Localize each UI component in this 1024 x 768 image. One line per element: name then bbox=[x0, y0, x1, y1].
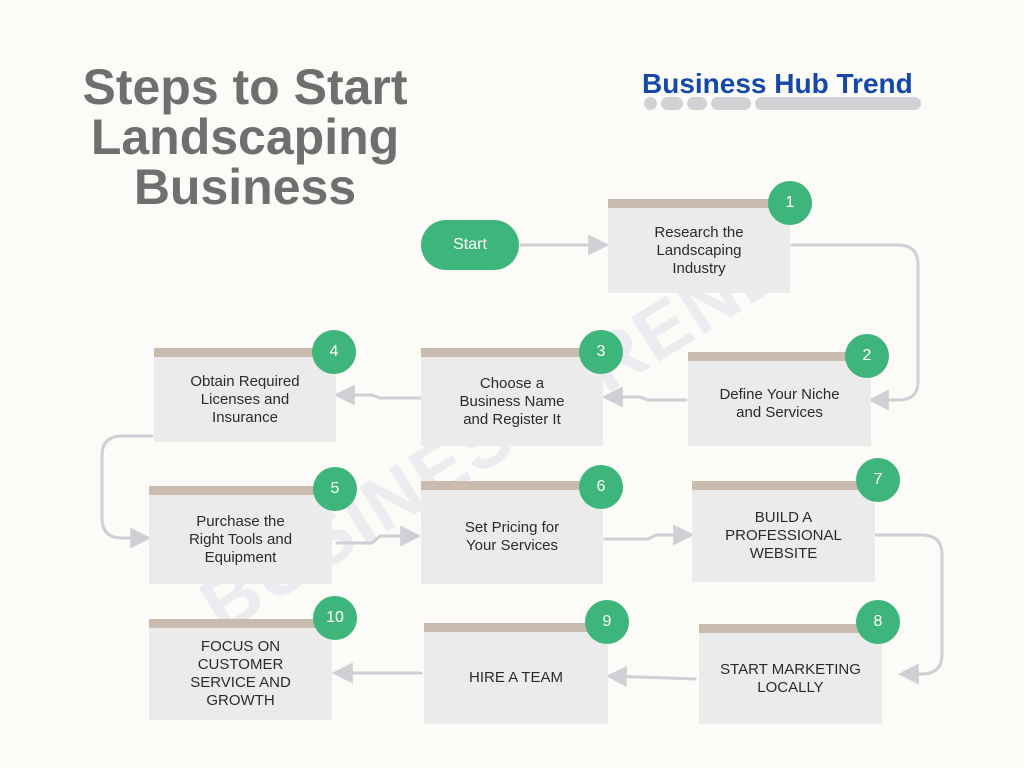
step-label-7: BUILD A PROFESSIONAL WEBSITE bbox=[725, 509, 842, 562]
step-card-1: Research the Landscaping Industry bbox=[608, 199, 790, 293]
step-badge-6: 6 bbox=[579, 465, 623, 509]
connector-1-2 bbox=[790, 243, 920, 411]
step-card-9: HIRE A TEAM bbox=[424, 623, 608, 724]
step-badge-2: 2 bbox=[845, 334, 889, 378]
step-badge-4: 4 bbox=[312, 330, 356, 374]
step-card-3: Choose a Business Name and Register It bbox=[421, 348, 603, 446]
step-card-8: START MARKETING LOCALLY bbox=[699, 624, 882, 724]
title-line-3: Business bbox=[133, 159, 357, 215]
page-title: Steps to Start Landscaping Business bbox=[60, 62, 430, 212]
step-label-5: Purchase the Right Tools and Equipment bbox=[188, 512, 293, 566]
step-label-4: Obtain Required Licenses and Insurance bbox=[190, 372, 300, 426]
step-card-6: Set Pricing for Your Services bbox=[421, 481, 603, 584]
connector-5-6 bbox=[335, 525, 422, 547]
step-label-3: Choose a Business Name and Register It bbox=[459, 374, 565, 428]
step-badge-10: 10 bbox=[313, 596, 357, 640]
brand-logo-text: Business Hub Trend bbox=[642, 68, 913, 99]
connector-6-7 bbox=[603, 524, 695, 546]
connector-2-3 bbox=[601, 386, 688, 408]
step-badge-8: 8 bbox=[856, 600, 900, 644]
start-node: Start bbox=[421, 220, 519, 270]
connector-4-5 bbox=[100, 434, 154, 549]
title-line-2: Landscaping bbox=[90, 109, 400, 165]
step-card-5: Purchase the Right Tools and Equipment bbox=[149, 486, 332, 584]
connector-3-4 bbox=[333, 384, 422, 406]
step-label-8: START MARKETING LOCALLY bbox=[720, 660, 861, 696]
step-badge-1: 1 bbox=[768, 181, 812, 225]
step-card-2: Define Your Niche and Services bbox=[688, 352, 871, 446]
title-line-1: Steps to Start bbox=[82, 59, 408, 115]
step-card-10: FOCUS ON CUSTOMER SERVICE AND GROWTH bbox=[149, 619, 332, 720]
step-label-10: FOCUS ON CUSTOMER SERVICE AND GROWTH bbox=[190, 638, 291, 709]
step-label-2: Define Your Niche and Services bbox=[719, 385, 840, 421]
step-card-7: BUILD A PROFESSIONAL WEBSITE bbox=[692, 481, 875, 582]
step-badge-9: 9 bbox=[585, 600, 629, 644]
step-card-4: Obtain Required Licenses and Insurance bbox=[154, 348, 336, 442]
step-badge-3: 3 bbox=[579, 330, 623, 374]
step-label-1: Research the Landscaping Industry bbox=[654, 223, 744, 277]
step-label-9: HIRE A TEAM bbox=[469, 669, 563, 686]
step-badge-5: 5 bbox=[313, 467, 357, 511]
step-badge-7: 7 bbox=[856, 458, 900, 502]
connector-7-8 bbox=[874, 533, 944, 685]
connector-8-9 bbox=[605, 666, 697, 688]
step-label-6: Set Pricing for Your Services bbox=[464, 519, 560, 554]
